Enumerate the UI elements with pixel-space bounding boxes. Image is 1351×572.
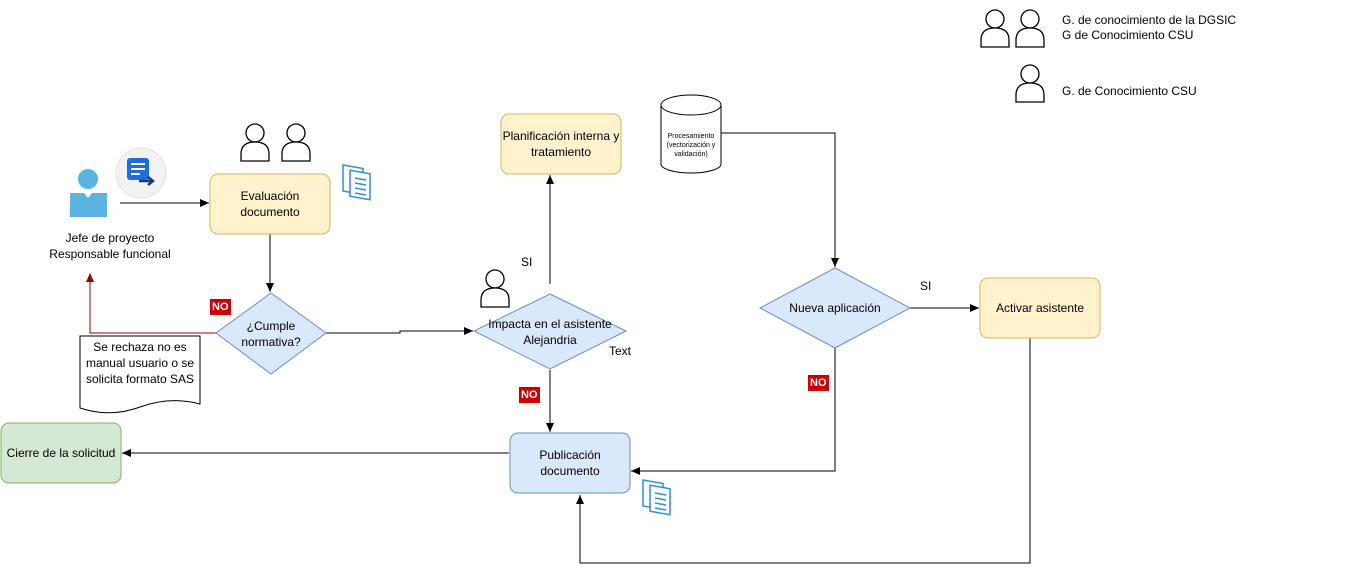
publicacion-box[interactable] — [509, 432, 631, 494]
cumple-label: ¿Cumple normativa? — [241, 318, 301, 349]
rechazo-note-shape — [79, 335, 201, 414]
cumple-diamond[interactable] — [215, 292, 327, 375]
actor-user-icon — [70, 169, 107, 217]
no-badge-nueva: NO — [808, 375, 829, 391]
nueva-label: Nueva aplicación — [789, 301, 881, 315]
cierre-box[interactable] — [0, 422, 122, 484]
impacta-diamond[interactable] — [472, 293, 628, 370]
rechazo-note-label: Se rechaza no es manual usuario o se sol… — [85, 340, 195, 386]
legend-person-icon — [1015, 9, 1045, 48]
planificacion-label: Planificación interna y tratamiento — [502, 129, 620, 159]
text-label-impacta: Text — [609, 344, 632, 358]
evaluacion-box[interactable] — [209, 173, 331, 235]
activar-label: Activar asistente — [995, 301, 1085, 315]
procesamiento-cylinder[interactable] — [660, 94, 722, 174]
no-badge-impacta: NO — [519, 387, 540, 403]
person-icon — [281, 123, 311, 162]
edge-nueva-to-publicacion — [631, 348, 836, 475]
legend-person-icon — [1015, 64, 1045, 103]
si-label-impacta: SI — [521, 255, 533, 269]
edge-procesamiento-to-nueva — [721, 132, 839, 267]
planificacion-box[interactable] — [500, 113, 622, 175]
edge-activar-to-publicacion — [576, 338, 1031, 564]
evaluacion-label: Evaluación documento — [240, 189, 300, 219]
procesamiento-label: Procesamiento (vectorización y validació… — [666, 132, 716, 158]
document-icon — [642, 479, 671, 516]
person-icon — [240, 123, 270, 162]
edge-cumple-to-impacta — [326, 327, 473, 335]
legend-person-icon — [980, 9, 1010, 48]
document-icon — [342, 164, 371, 201]
cierre-label: Cierre de la solicitud — [6, 446, 116, 460]
no-badge-cumple: NO — [210, 299, 231, 315]
transfer-ticket-icon — [115, 147, 167, 199]
activar-box[interactable] — [979, 277, 1101, 339]
si-label-nueva: SI — [920, 279, 932, 293]
legend-group-one-label: G. de Conocimiento CSU — [1062, 84, 1197, 98]
publicacion-label: Publicación documento — [539, 448, 601, 478]
impacta-label: Impacta en el asistente Alejandria — [488, 316, 612, 347]
edge-cumple-reject — [86, 273, 216, 334]
nueva-diamond[interactable] — [758, 267, 912, 349]
actor-label: Jefe de proyecto Responsable funcional — [49, 231, 171, 261]
legend-group-two-label: G. de conocimiento de la DGSIC G de Cono… — [1062, 13, 1237, 42]
